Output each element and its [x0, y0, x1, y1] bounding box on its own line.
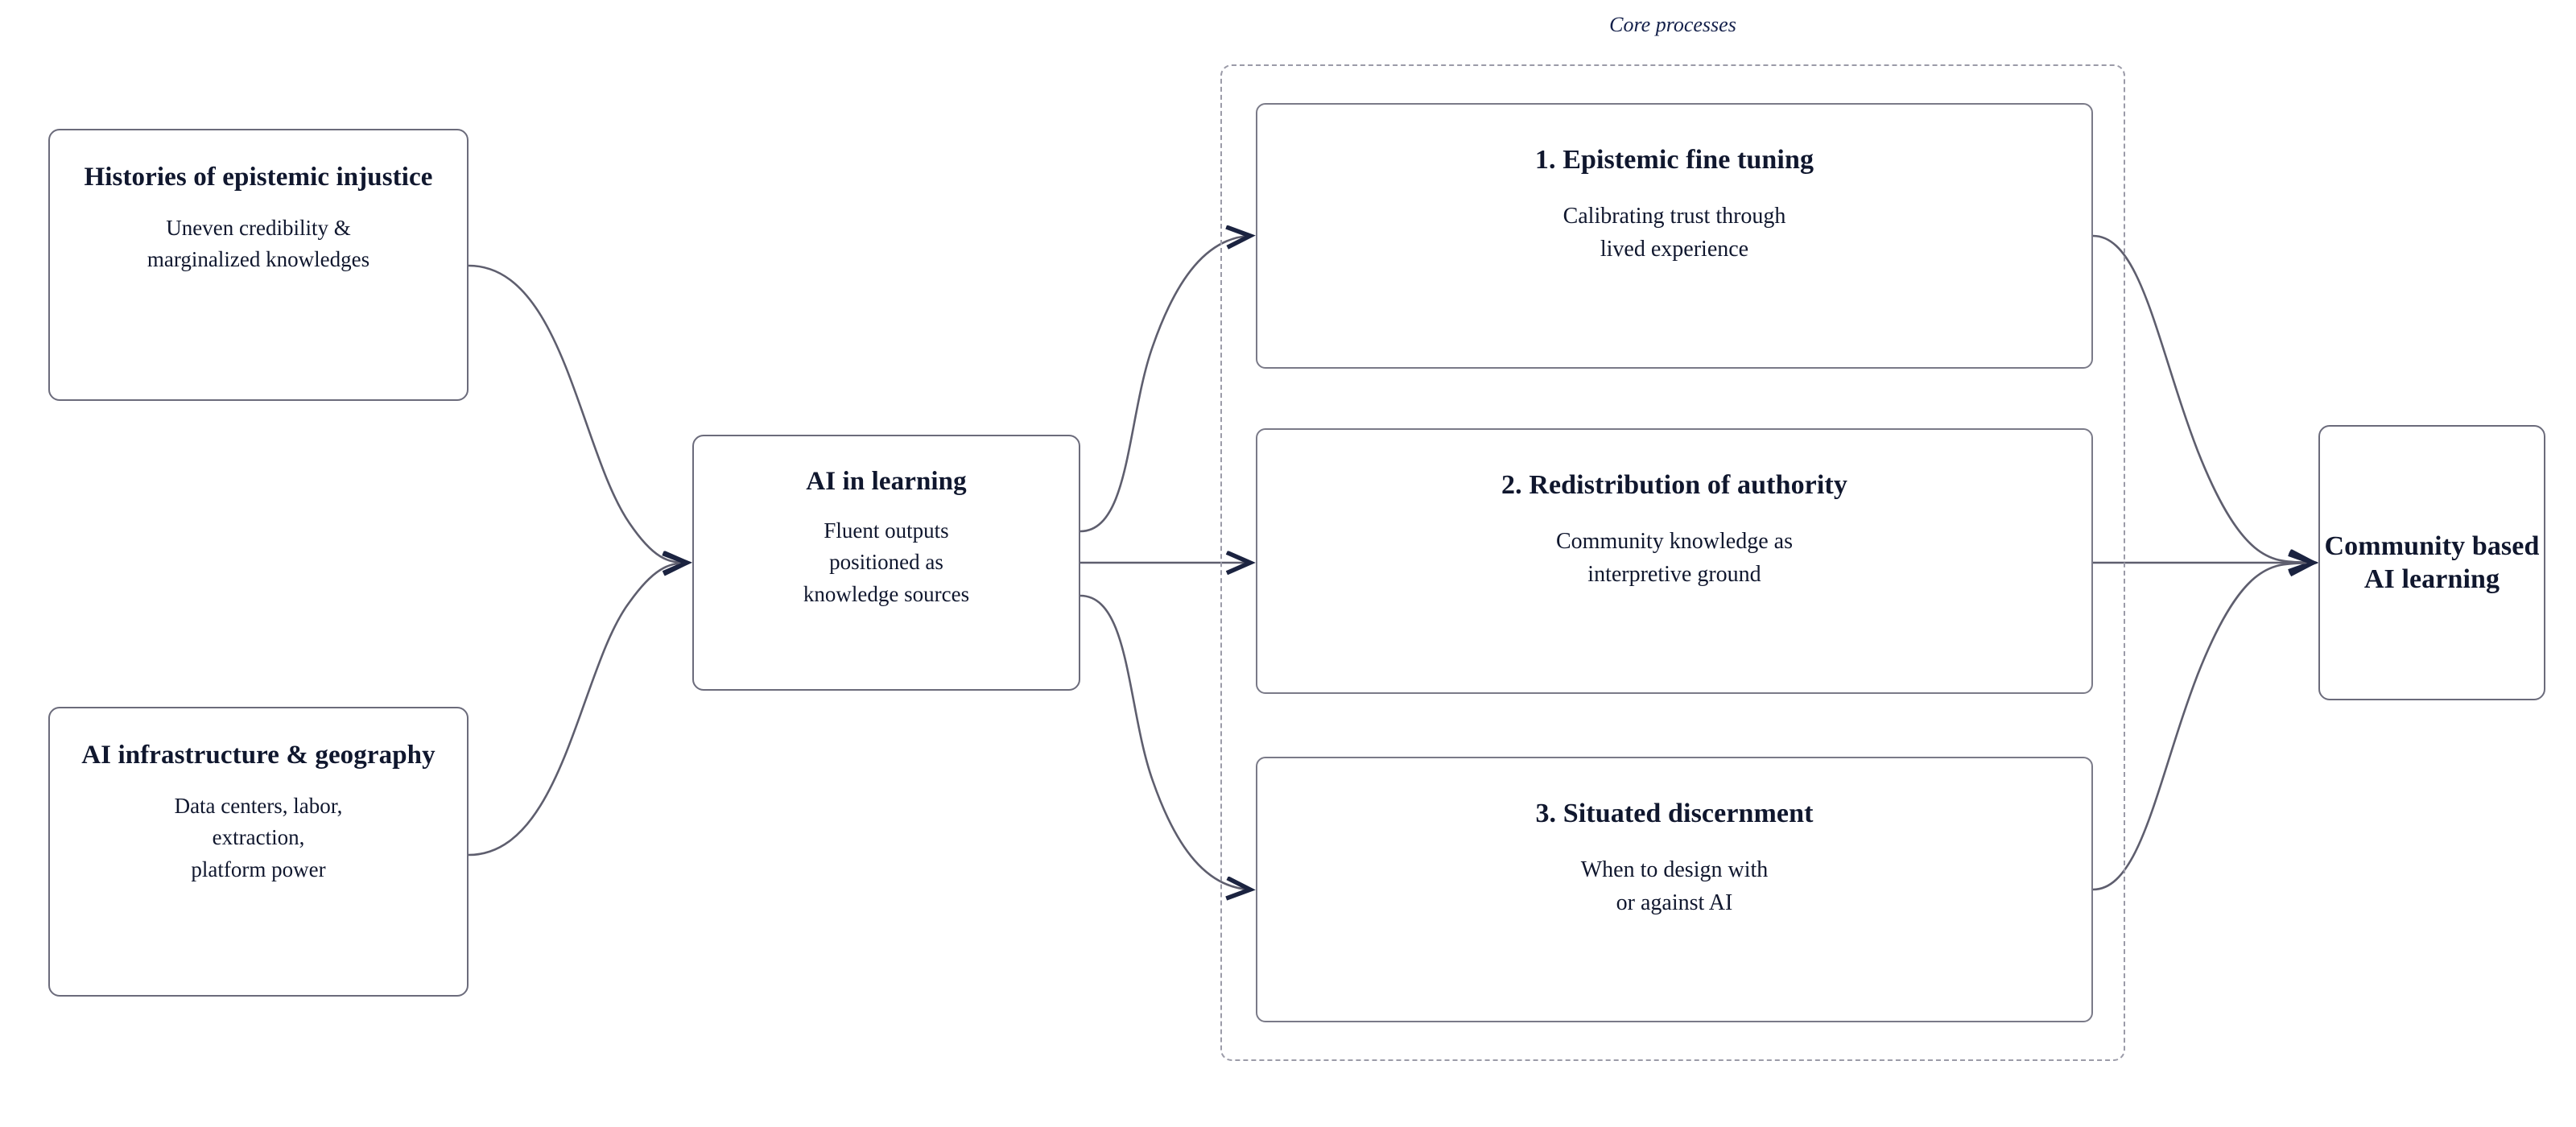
node-redistribution-of-authority[interactable]: 2. Redistribution of authority Community… [1256, 428, 2093, 694]
node-title: Community based AI learning [2324, 530, 2540, 594]
connector-ai-learning-to-process-1 [1080, 236, 1249, 533]
node-title: 2. Redistribution of authority [1501, 470, 1847, 500]
node-situated-discernment[interactable]: 3. Situated discernment When to design w… [1256, 757, 2093, 1022]
node-title: Histories of epistemic injustice [84, 163, 433, 192]
node-ai-infrastructure-and-geography[interactable]: AI infrastructure & geography Data cente… [48, 707, 469, 997]
node-histories-of-epistemic-injustice[interactable]: Histories of epistemic injustice Uneven … [48, 129, 469, 401]
connector-process-3-to-outcome [2092, 563, 2312, 891]
connector-ai-learning-to-process-3 [1080, 594, 1249, 890]
connector-infra-to-ai-learning [468, 563, 686, 857]
node-title: 1. Epistemic fine tuning [1534, 145, 1814, 175]
node-community-based-ai-learning[interactable]: Community based AI learning [2318, 425, 2545, 700]
node-title: AI in learning [806, 467, 967, 496]
core-processes-group-label: Core processes [1609, 13, 1736, 36]
node-title: 3. Situated discernment [1535, 799, 1814, 828]
node-title: AI infrastructure & geography [81, 741, 436, 770]
connector-process-1-to-outcome [2092, 234, 2312, 563]
node-epistemic-fine-tuning[interactable]: 1. Epistemic fine tuning Calibrating tru… [1256, 103, 2093, 369]
node-subtitle: Data centers, labor,extraction,platform … [174, 794, 343, 881]
core-processes-group-panel [1220, 64, 2125, 1061]
node-subtitle: Uneven credibility &marginalized knowled… [147, 216, 370, 272]
connector-histories-to-ai-learning [468, 264, 686, 563]
